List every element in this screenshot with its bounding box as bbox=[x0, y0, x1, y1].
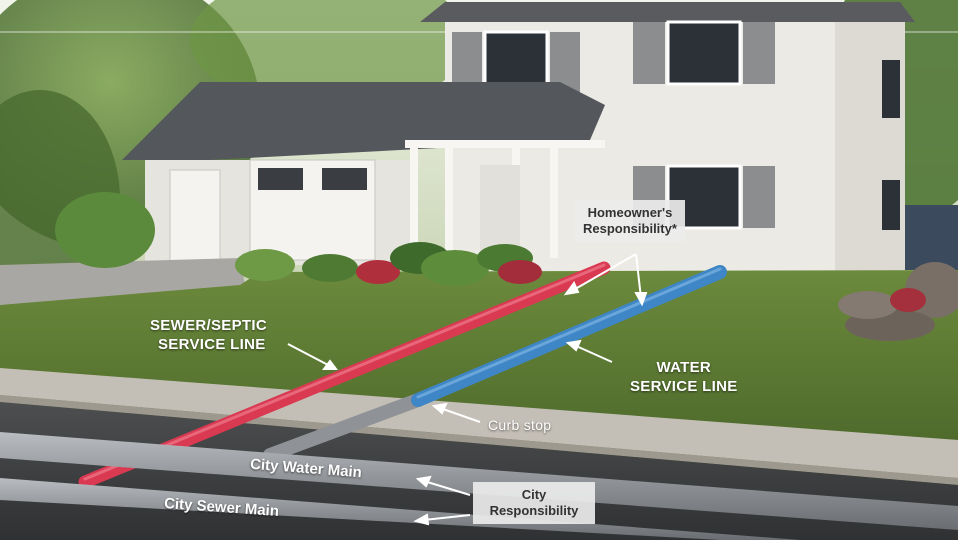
homeowner-line-1: Homeowner's bbox=[587, 205, 673, 220]
water-service-label: WATER SERVICE LINE bbox=[630, 358, 738, 396]
city-sewer-main-pipe bbox=[0, 478, 800, 540]
homeowner-line-2: Responsibility* bbox=[583, 221, 677, 236]
rocks bbox=[838, 262, 958, 341]
shrubs bbox=[55, 192, 542, 286]
water-service-pipe bbox=[411, 265, 727, 407]
sewer-septic-label: SEWER/SEPTIC SERVICE LINE bbox=[150, 316, 267, 354]
driveway bbox=[0, 258, 245, 310]
house bbox=[122, 2, 915, 272]
homeowner-responsibility-box: Homeowner's Responsibility* bbox=[575, 200, 685, 242]
water-label-line-1: WATER bbox=[656, 359, 712, 376]
fence bbox=[900, 205, 958, 270]
curb bbox=[0, 368, 958, 478]
city-responsibility-box: City Responsibility bbox=[473, 482, 595, 524]
city-line-2: Responsibility bbox=[489, 503, 579, 518]
city-line-1: City bbox=[521, 487, 547, 502]
city-water-main-pipe bbox=[0, 432, 958, 530]
water-connector-pipe bbox=[263, 393, 425, 462]
water-label-line-2: SERVICE LINE bbox=[630, 378, 738, 395]
sewer-label-line-2: SERVICE LINE bbox=[158, 336, 266, 353]
sewer-label-line-1: SEWER/SEPTIC bbox=[150, 317, 267, 334]
curb-stop-label: Curb stop bbox=[488, 417, 552, 433]
lawn bbox=[0, 270, 958, 440]
arrows bbox=[287, 253, 648, 526]
